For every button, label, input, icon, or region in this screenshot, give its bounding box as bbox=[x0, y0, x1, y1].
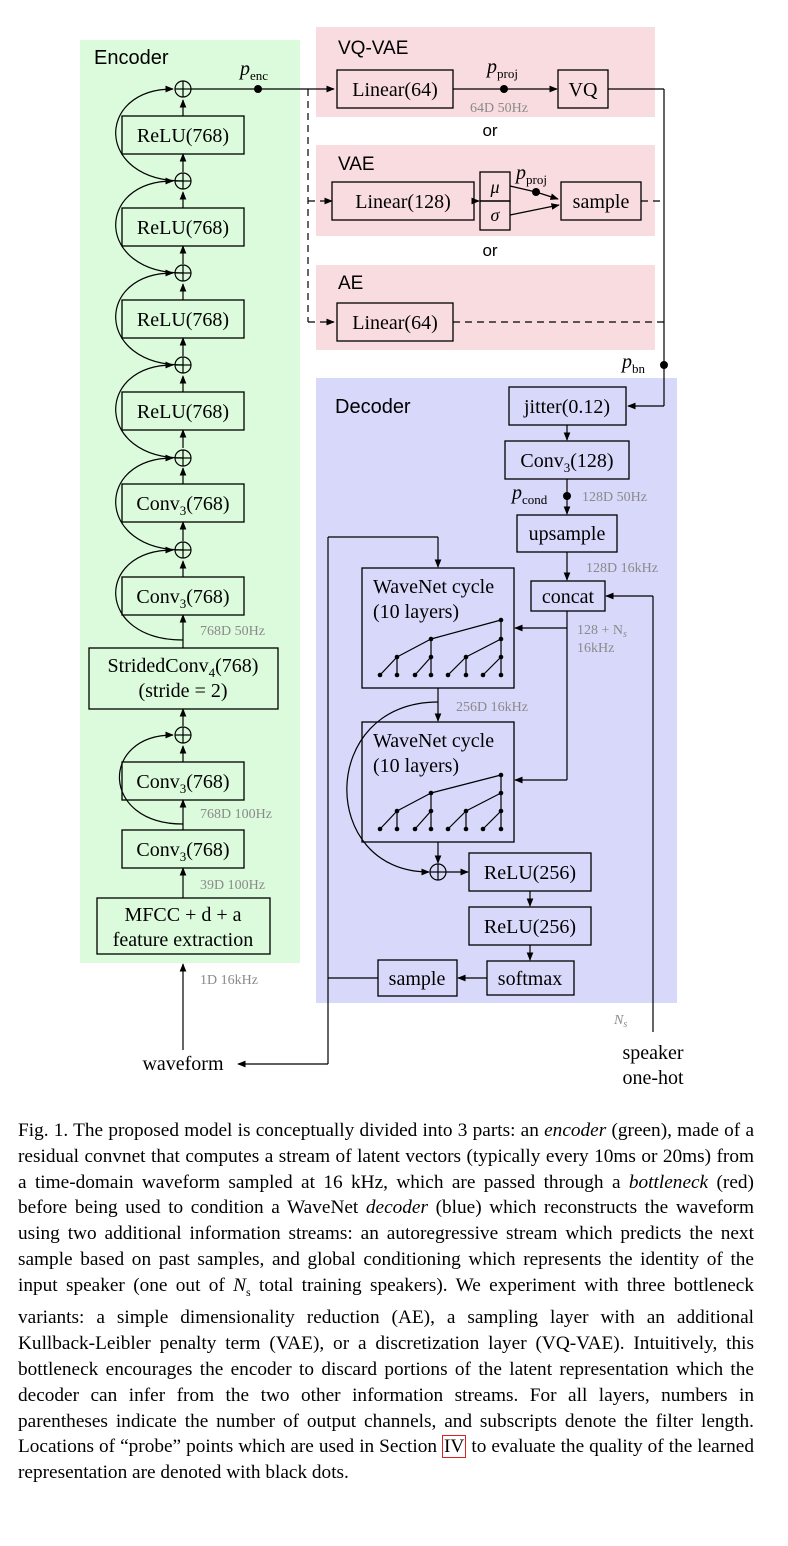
svg-text:Linear(64): Linear(64) bbox=[352, 79, 438, 101]
speaker-label: speaker bbox=[622, 1042, 683, 1064]
vqvae-panel bbox=[316, 27, 655, 117]
ae-panel bbox=[316, 265, 655, 350]
svg-text:WaveNet cycle: WaveNet cycle bbox=[373, 730, 494, 752]
encoder-title: Encoder bbox=[94, 47, 169, 69]
svg-text:Conv3(768): Conv3(768) bbox=[136, 839, 229, 864]
encoder-conv-4: Conv3(768) bbox=[121, 483, 245, 523]
sum-node bbox=[174, 726, 192, 744]
probe-proj-label: pproj bbox=[485, 56, 518, 81]
sum-node bbox=[174, 356, 192, 374]
encoder-relu-2: ReLU(768) bbox=[121, 299, 245, 339]
svg-text:upsample: upsample bbox=[529, 523, 606, 545]
encoder-conv-2: Conv3(768) bbox=[121, 761, 245, 801]
svg-text:sample: sample bbox=[573, 191, 630, 213]
svg-text:Conv3(768): Conv3(768) bbox=[136, 771, 229, 796]
ae-title: AE bbox=[338, 273, 363, 294]
dim-label: 256D 16kHz bbox=[456, 700, 528, 715]
or-separator: or bbox=[482, 241, 497, 260]
svg-text:concat: concat bbox=[542, 586, 595, 608]
encoder-mfcc: MFCC + d + a feature extraction bbox=[96, 897, 271, 955]
sum-node bbox=[174, 541, 192, 559]
speaker-label: one-hot bbox=[622, 1067, 684, 1089]
encoder-relu-3: ReLU(768) bbox=[121, 207, 245, 247]
svg-text:(10 layers): (10 layers) bbox=[373, 755, 459, 777]
dim-label: 768D 100Hz bbox=[200, 807, 272, 822]
sum-node bbox=[174, 80, 192, 98]
probe-cond-label: pcond bbox=[510, 482, 548, 507]
decoder-panel bbox=[316, 378, 677, 1003]
svg-text:MFCC + d + a: MFCC + d + a bbox=[124, 904, 241, 926]
probe-proj-dot bbox=[500, 85, 508, 93]
svg-text:Linear(128): Linear(128) bbox=[355, 191, 451, 213]
encoder-relu-4: ReLU(768) bbox=[121, 115, 245, 155]
vqvae-title: VQ-VAE bbox=[338, 38, 408, 59]
ns-label: Ns bbox=[613, 1013, 627, 1030]
svg-text:ReLU(768): ReLU(768) bbox=[137, 309, 229, 331]
dim-label: 64D 50Hz bbox=[470, 101, 528, 116]
dim-label: 1D 16kHz bbox=[200, 973, 258, 988]
sum-node bbox=[174, 264, 192, 282]
svg-text:VQ: VQ bbox=[569, 79, 598, 101]
dim-label: 128D 16kHz bbox=[586, 561, 658, 576]
svg-text:ReLU(256): ReLU(256) bbox=[484, 862, 576, 884]
dim-label: 128D 50Hz bbox=[582, 490, 647, 505]
sum-node bbox=[429, 863, 447, 881]
vae-sigma: σ bbox=[479, 200, 511, 231]
svg-text:ReLU(768): ReLU(768) bbox=[137, 401, 229, 423]
svg-text:Linear(64): Linear(64) bbox=[352, 312, 438, 334]
svg-text:softmax: softmax bbox=[498, 968, 562, 990]
dim-label: 768D 50Hz bbox=[200, 624, 265, 639]
svg-text:Conv3(128): Conv3(128) bbox=[520, 450, 613, 475]
encoder-strided-conv: StridedConv4(768) (stride = 2) bbox=[88, 647, 279, 710]
wavenet-cycle-2: WaveNet cycle (10 layers) bbox=[361, 721, 515, 843]
svg-text:StridedConv4(768): StridedConv4(768) bbox=[108, 655, 259, 680]
dilation-graph bbox=[377, 617, 504, 678]
encoder-conv-1: Conv3(768) bbox=[121, 829, 245, 869]
decoder-concat: concat bbox=[530, 580, 606, 612]
waveform-label: waveform bbox=[142, 1053, 224, 1075]
figure-caption: Fig. 1. The proposed model is conceptual… bbox=[18, 1120, 755, 1484]
svg-text:ReLU(768): ReLU(768) bbox=[137, 125, 229, 147]
probe-proj-dot bbox=[532, 188, 540, 196]
vae-panel bbox=[316, 145, 655, 236]
or-separator: or bbox=[482, 121, 497, 140]
svg-text:jitter(0.12): jitter(0.12) bbox=[523, 396, 610, 418]
architecture-diagram: Encoder penc ReLU(768) ReLU(768) ReLU(76… bbox=[80, 27, 684, 1089]
probe-proj-label: pproj bbox=[514, 162, 547, 187]
dim-label: 39D 100Hz bbox=[200, 878, 265, 893]
dilation-graph bbox=[377, 772, 504, 832]
decoder-title: Decoder bbox=[335, 396, 411, 418]
sum-node bbox=[174, 172, 192, 190]
encoder-relu-1: ReLU(768) bbox=[121, 391, 245, 431]
svg-text:Conv3(768): Conv3(768) bbox=[136, 586, 229, 611]
probe-bn-dot bbox=[660, 361, 668, 369]
svg-text:Conv3(768): Conv3(768) bbox=[136, 493, 229, 518]
encoder-panel bbox=[80, 40, 300, 963]
svg-text:ReLU(256): ReLU(256) bbox=[484, 916, 576, 938]
probe-enc-dot bbox=[254, 85, 262, 93]
vae-title: VAE bbox=[338, 154, 375, 175]
encoder-conv-3: Conv3(768) bbox=[121, 576, 245, 616]
svg-text:(10 layers): (10 layers) bbox=[373, 601, 459, 623]
svg-text:sample: sample bbox=[389, 968, 446, 990]
dim-label: 16kHz bbox=[577, 641, 614, 656]
probe-bn-label: pbn bbox=[620, 351, 646, 376]
dim-label: 128 + Ns bbox=[577, 623, 627, 640]
probe-cond-dot bbox=[563, 492, 571, 500]
svg-text:WaveNet cycle: WaveNet cycle bbox=[373, 576, 494, 598]
svg-text:μ: μ bbox=[489, 177, 499, 197]
svg-text:ReLU(768): ReLU(768) bbox=[137, 217, 229, 239]
sum-node bbox=[174, 449, 192, 467]
probe-enc-label: penc bbox=[238, 58, 268, 83]
svg-text:feature extraction: feature extraction bbox=[113, 929, 253, 951]
section-link[interactable]: IV bbox=[442, 1435, 467, 1459]
svg-text:σ: σ bbox=[491, 205, 501, 225]
svg-text:(stride = 2): (stride = 2) bbox=[138, 680, 227, 702]
